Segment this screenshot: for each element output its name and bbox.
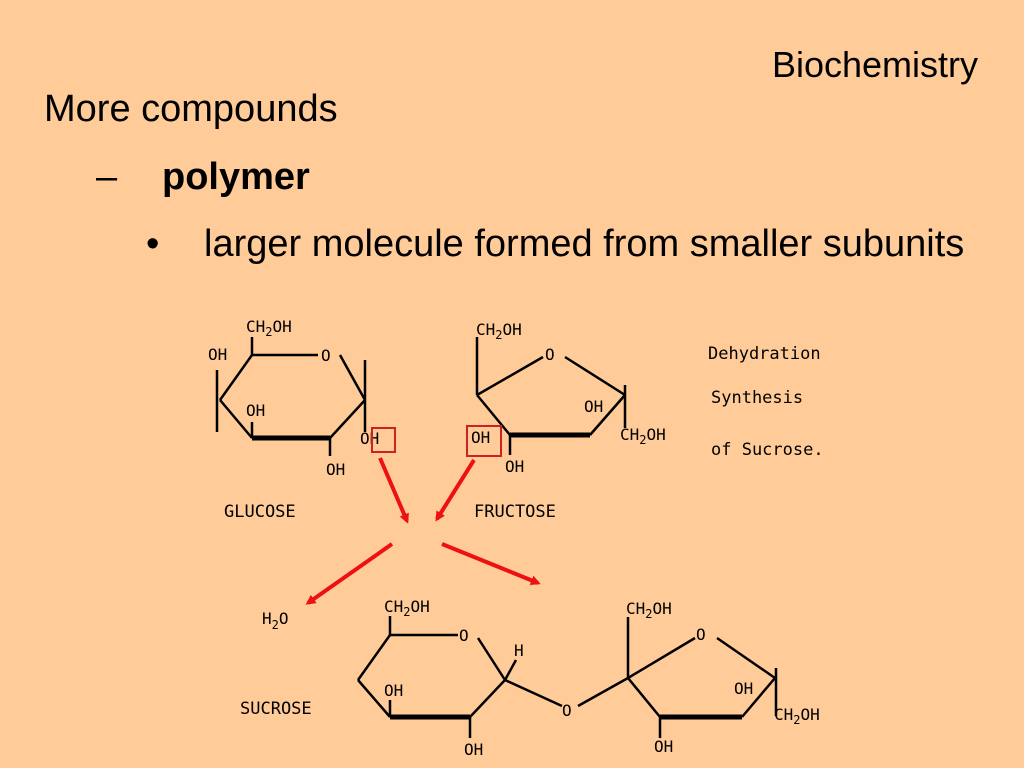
glucose-ch2oh-sub: 2 [265,325,272,339]
sucrose-ch2oh-top: CH2OH [626,599,672,621]
sucrose-ch2oh-right-oh: OH [801,705,820,724]
fructose-ch2oh-right-oh: OH [647,425,666,444]
fructose-oh-left: OH [471,428,490,447]
fructose-ch2oh-top: CH2OH [476,320,522,342]
glucose-molecule [215,337,367,456]
glucose-oh-highlight [371,427,396,453]
caption-line-2: Synthesis [711,388,803,408]
sub-item-polymer: – polymer [96,156,310,199]
sucrose-h: H [514,641,524,660]
fructose-oh-inner: OH [584,397,603,416]
polymer-term: polymer [162,156,310,198]
glucose-oh-bottom: OH [326,460,345,479]
sucrose-oh-4: OH [654,737,673,756]
sucrose-oh-3: OH [734,679,753,698]
water-sub: 2 [272,618,279,632]
sucrose-oh-2: OH [464,740,483,759]
fructose-label: FRUCTOSE [474,502,556,522]
glucose-ch2oh-oh: OH [273,317,292,336]
glucose-ch2oh: CH2OH [246,317,292,339]
sucrose-oh-1: OH [384,681,403,700]
sucrose-ch2oh-right: CH2OH [774,705,820,727]
glucose-ch2oh-ch: CH [246,317,265,336]
fructose-ch2oh-right-ch: CH [620,425,639,444]
glucose-oh-right: OH [360,429,379,448]
caption-line-1: Dehydration [708,344,821,364]
sucrose-ring-oxygen-1: O [459,626,469,645]
arrow-to-sucrose [441,542,541,585]
glucose-oh-left: OH [208,345,227,364]
sucrose-ch2oh-left-oh: OH [411,597,430,616]
glucose-oh-inner: OH [246,401,265,420]
arrow-fructose-oh [435,458,476,522]
sucrose-label: SUCROSE [240,699,312,719]
sucrose-bridge-oxygen: O [562,701,572,720]
fructose-ch2oh-right: CH2OH [620,425,666,447]
fructose-ch2oh-top-sub: 2 [495,328,502,342]
sucrose-ch2oh-left-ch: CH [384,597,403,616]
fructose-oh-highlight [466,425,502,457]
water-formula: H2O [262,609,289,632]
sucrose-molecule [356,616,778,738]
sucrose-ch2oh-left: CH2OH [384,597,430,619]
fructose-ch2oh-top-oh: OH [503,320,522,339]
fructose-ring-oxygen: O [545,345,555,364]
sucrose-ch2oh-top-oh: OH [653,599,672,618]
dash-marker: – [96,156,118,198]
bullet-marker: • [146,223,160,265]
sucrose-ring-oxygen-2: O [696,625,706,644]
glucose-label: GLUCOSE [224,502,296,522]
sucrose-ch2oh-right-ch: CH [774,705,793,724]
fructose-ch2oh-right-sub: 2 [639,433,646,447]
fructose-oh-bottom: OH [505,457,524,476]
fructose-ch2oh-top-ch: CH [476,320,495,339]
sucrose-ch2oh-top-sub: 2 [645,607,652,621]
sucrose-ch2oh-right-sub: 2 [793,713,800,727]
bullet-text: larger molecule formed from smaller subu… [204,223,965,265]
slide-heading: More compounds [44,88,338,130]
fructose-molecule [475,337,627,455]
caption-line-3: of Sucrose. [711,440,824,460]
water-o: O [279,609,289,628]
arrow-to-water [305,542,394,605]
arrow-glucose-oh [378,457,409,524]
sucrose-ch2oh-top-ch: CH [626,599,645,618]
water-h: H [262,609,272,628]
slide-header: Biochemistry [771,44,978,85]
sucrose-ch2oh-left-sub: 2 [403,605,410,619]
glucose-ring-oxygen: O [321,346,331,365]
reaction-arrows [305,457,541,605]
